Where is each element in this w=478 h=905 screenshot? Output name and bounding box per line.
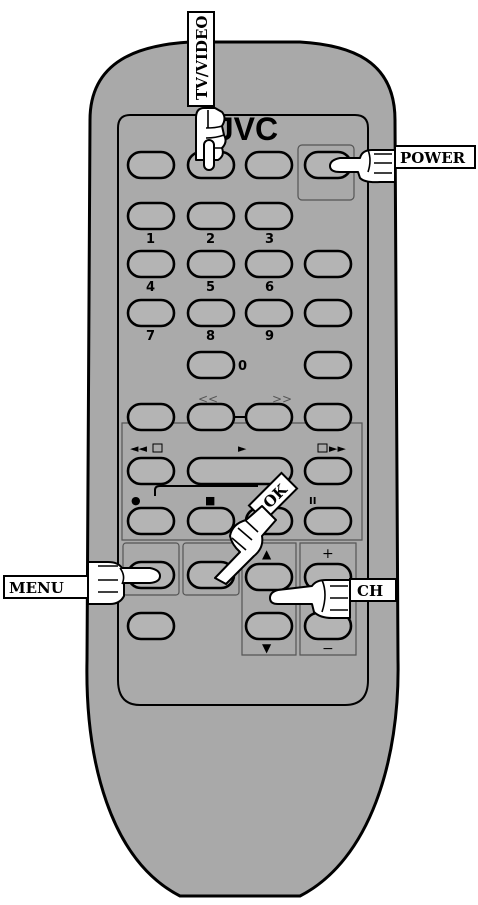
skip-back-button[interactable] bbox=[186, 402, 236, 432]
skip-row-button-1[interactable] bbox=[126, 402, 176, 432]
ch-group-frame bbox=[299, 542, 357, 656]
ok-hand-icon bbox=[214, 505, 277, 585]
menu-label: MENU bbox=[9, 579, 64, 597]
side-button-3[interactable] bbox=[303, 350, 353, 380]
skip-fwd-icon: >> bbox=[272, 392, 292, 406]
rewind-icon: ◄◄ bbox=[130, 442, 147, 455]
label-5: 5 bbox=[206, 280, 215, 295]
stop-button[interactable] bbox=[186, 506, 236, 536]
stop-icon: ■ bbox=[205, 494, 215, 507]
rewind-button[interactable] bbox=[126, 456, 176, 486]
number-button-8[interactable] bbox=[186, 298, 236, 328]
pause-icon: II bbox=[309, 496, 316, 507]
play-button[interactable] bbox=[186, 456, 294, 486]
function-button-1[interactable] bbox=[126, 150, 176, 180]
label-9: 9 bbox=[265, 329, 274, 344]
skip-back-icon: << bbox=[198, 392, 218, 406]
label-7: 7 bbox=[146, 329, 155, 344]
ch-plus-label: + bbox=[322, 546, 334, 562]
label-3: 3 bbox=[265, 232, 274, 247]
up-arrow-icon: ▲ bbox=[262, 547, 272, 561]
ch-hand-icon bbox=[269, 579, 351, 619]
number-button-4[interactable] bbox=[126, 249, 176, 279]
up-button[interactable] bbox=[244, 562, 294, 592]
pause-button[interactable] bbox=[303, 506, 353, 536]
bottom-button[interactable] bbox=[126, 611, 176, 641]
down-arrow-icon: ▼ bbox=[262, 641, 272, 655]
label-4: 4 bbox=[146, 280, 155, 295]
play-icon: ► bbox=[238, 442, 247, 455]
number-button-0[interactable] bbox=[186, 350, 236, 380]
menu-hand-icon bbox=[87, 561, 161, 605]
record-button[interactable] bbox=[126, 506, 176, 536]
power-hand-icon bbox=[329, 149, 396, 184]
number-button-3[interactable] bbox=[244, 201, 294, 231]
record-icon: ● bbox=[131, 494, 141, 507]
number-button-6[interactable] bbox=[244, 249, 294, 279]
tv-video-label-box bbox=[187, 11, 215, 107]
tv-video-hand-icon bbox=[195, 107, 227, 171]
number-button-7[interactable] bbox=[126, 298, 176, 328]
number-button-9[interactable] bbox=[244, 298, 294, 328]
side-button-1[interactable] bbox=[303, 249, 353, 279]
ch-label: CH bbox=[357, 582, 383, 600]
record-connector bbox=[154, 485, 258, 496]
skip-fwd-button[interactable] bbox=[244, 402, 294, 432]
number-button-1[interactable] bbox=[126, 201, 176, 231]
skip-row-button-4[interactable] bbox=[303, 402, 353, 432]
label-8: 8 bbox=[206, 329, 215, 344]
power-label-box bbox=[394, 145, 476, 169]
power-label: POWER bbox=[400, 149, 466, 167]
ffwd-button[interactable] bbox=[303, 456, 353, 486]
side-button-2[interactable] bbox=[303, 298, 353, 328]
label-2: 2 bbox=[206, 232, 215, 247]
ffwd-icon: ►► bbox=[329, 442, 346, 455]
arrow-group-frame bbox=[241, 542, 297, 656]
function-button-3[interactable] bbox=[244, 150, 294, 180]
ch-label-box bbox=[349, 578, 397, 602]
number-button-2[interactable] bbox=[186, 201, 236, 231]
down-button[interactable] bbox=[244, 611, 294, 641]
number-button-5[interactable] bbox=[186, 249, 236, 279]
label-6: 6 bbox=[265, 280, 274, 295]
label-1: 1 bbox=[146, 232, 155, 247]
ffwd-index-icon bbox=[317, 443, 328, 453]
rewind-index-icon bbox=[152, 443, 163, 453]
ch-minus-label: − bbox=[322, 641, 334, 657]
label-0: 0 bbox=[238, 359, 247, 374]
tv-video-label: TV/VIDEO bbox=[193, 16, 211, 100]
